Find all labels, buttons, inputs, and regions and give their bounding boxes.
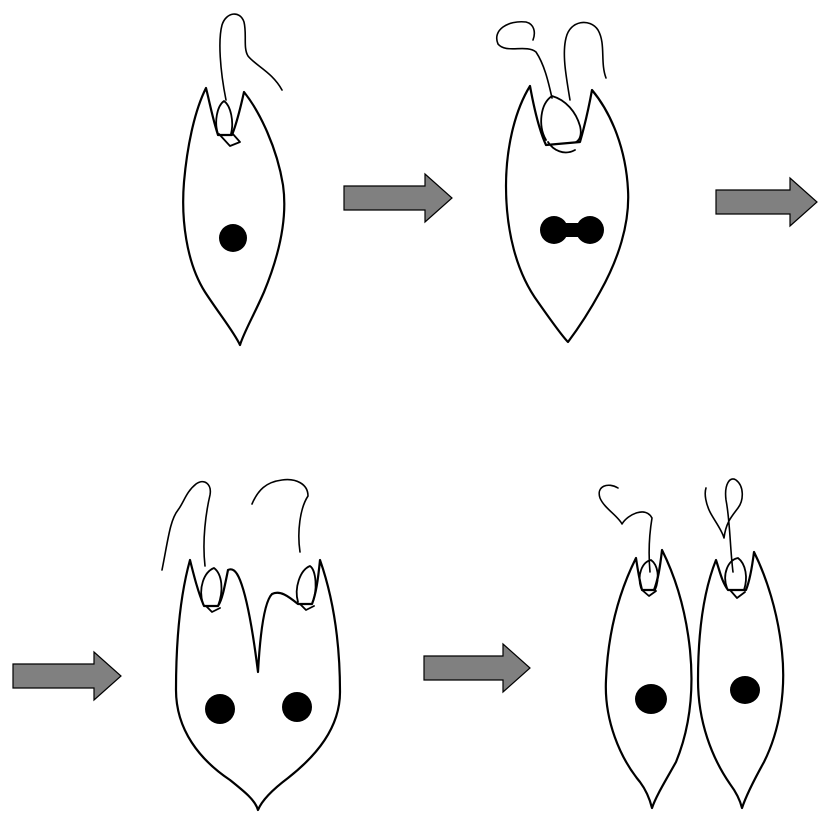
cell-body — [506, 86, 628, 342]
arrow-1 — [344, 174, 452, 222]
flagellum-right — [564, 22, 606, 100]
flagellum-right — [252, 480, 308, 552]
stage-1-cell — [183, 14, 284, 345]
cell-body — [606, 550, 692, 808]
flagellum-left — [162, 482, 210, 570]
nucleus — [730, 676, 760, 704]
stage-2-cell — [497, 22, 629, 342]
flagellum-left — [497, 22, 552, 98]
nucleus-right — [282, 692, 312, 722]
nucleus — [635, 684, 667, 714]
flagellum — [220, 14, 282, 100]
cell-body — [183, 88, 284, 345]
stage-4-left-daughter — [599, 485, 691, 808]
arrow-2 — [716, 178, 817, 226]
gullet — [216, 101, 232, 134]
stage-4-right-daughter — [698, 479, 783, 808]
nucleus-left — [205, 694, 235, 724]
cell-body — [176, 560, 340, 810]
nucleus — [219, 224, 247, 252]
arrow-4 — [424, 644, 530, 692]
arrow-3 — [13, 652, 121, 700]
flagellum — [599, 485, 652, 572]
gullet-left — [201, 568, 221, 606]
gullet — [725, 558, 746, 590]
gullet — [541, 96, 581, 142]
stage-3-cell — [162, 480, 340, 810]
